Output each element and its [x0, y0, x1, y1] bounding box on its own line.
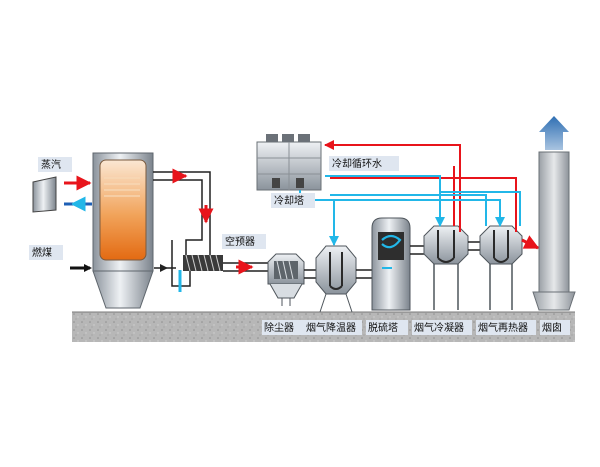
label-steam: 蒸汽: [41, 158, 61, 171]
desulfurization-tower: [371, 217, 411, 311]
label-desulfurization-tower: 脱硫塔: [368, 321, 398, 334]
flue-duct: [153, 171, 211, 262]
label-flue-gas-cooler: 烟气降温器: [306, 321, 356, 334]
label-chimney: 烟囱: [542, 321, 562, 334]
flue-gas-reheater: [479, 225, 523, 310]
label-coal: 燃煤: [32, 246, 52, 259]
label-flue-gas-reheater: 烟气再热器: [478, 321, 528, 334]
turbine-icon: [32, 176, 57, 213]
label-cooling-water: 冷却循环水: [332, 157, 382, 170]
label-cooling-tower: 冷却塔: [274, 194, 304, 207]
dust-collector: [267, 253, 305, 306]
label-dust-collector: 除尘器: [264, 321, 294, 334]
chimney: [532, 151, 576, 311]
boiler: [92, 152, 154, 309]
label-air-preheater: 空预器: [225, 235, 255, 248]
cooling-tower: [256, 134, 322, 191]
up-arrow-icon: [539, 116, 569, 150]
label-flue-gas-condenser: 烟气冷凝器: [414, 321, 464, 334]
flue-gas-condenser: [423, 225, 469, 310]
air-preheater: [183, 254, 223, 272]
flue-gas-cooler: [315, 245, 357, 313]
